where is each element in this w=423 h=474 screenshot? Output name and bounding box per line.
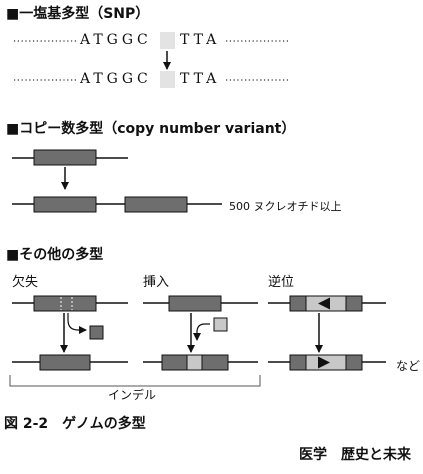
insertion-block-top (168, 295, 222, 312)
snp-seq-right-1: TTA (180, 32, 221, 48)
snp-heading: ■一塩基多型（SNP） (6, 6, 150, 22)
cnv-heading: ■コピー数多型（copy number variant） (6, 121, 296, 137)
deletion-block-top (33, 295, 97, 312)
inversion-left-triangle-icon (318, 297, 330, 310)
insertion-inserted-segment (186, 354, 203, 371)
figure-caption: 図 2-2 ゲノムの多型 (4, 416, 146, 432)
etc-label: など (396, 359, 421, 373)
snp-alt-highlight (160, 71, 175, 88)
indel-label: インデル (108, 388, 157, 402)
book-title: 医学 歴史と未来 (299, 447, 411, 463)
snp-seq-left-2: ATGGC (80, 71, 152, 87)
deletion-block-bottom (39, 354, 91, 371)
deletion-removed-fragment (89, 325, 104, 340)
snp-ref-highlight (160, 32, 175, 49)
cnv-block-bottom-1 (33, 196, 97, 213)
insertion-fragment (213, 317, 228, 332)
snp-seq-left-1: ATGGC (80, 32, 152, 48)
cnv-block-top (33, 149, 97, 166)
insertion-insert-arrow (193, 323, 210, 341)
deletion-label: 欠失 (12, 275, 39, 290)
insertion-label: 挿入 (143, 275, 170, 290)
cnv-block-bottom-2 (124, 196, 188, 213)
inversion-right-triangle-icon (318, 356, 330, 369)
other-heading: ■その他の多型 (6, 247, 104, 263)
snp-seq-right-2: TTA (180, 71, 221, 87)
inversion-label: 逆位 (268, 275, 295, 290)
indel-bracket (9, 375, 261, 387)
cnv-length-label: 500 ヌクレオチド以上 (229, 200, 342, 213)
deletion-excise-arrow (67, 313, 87, 334)
